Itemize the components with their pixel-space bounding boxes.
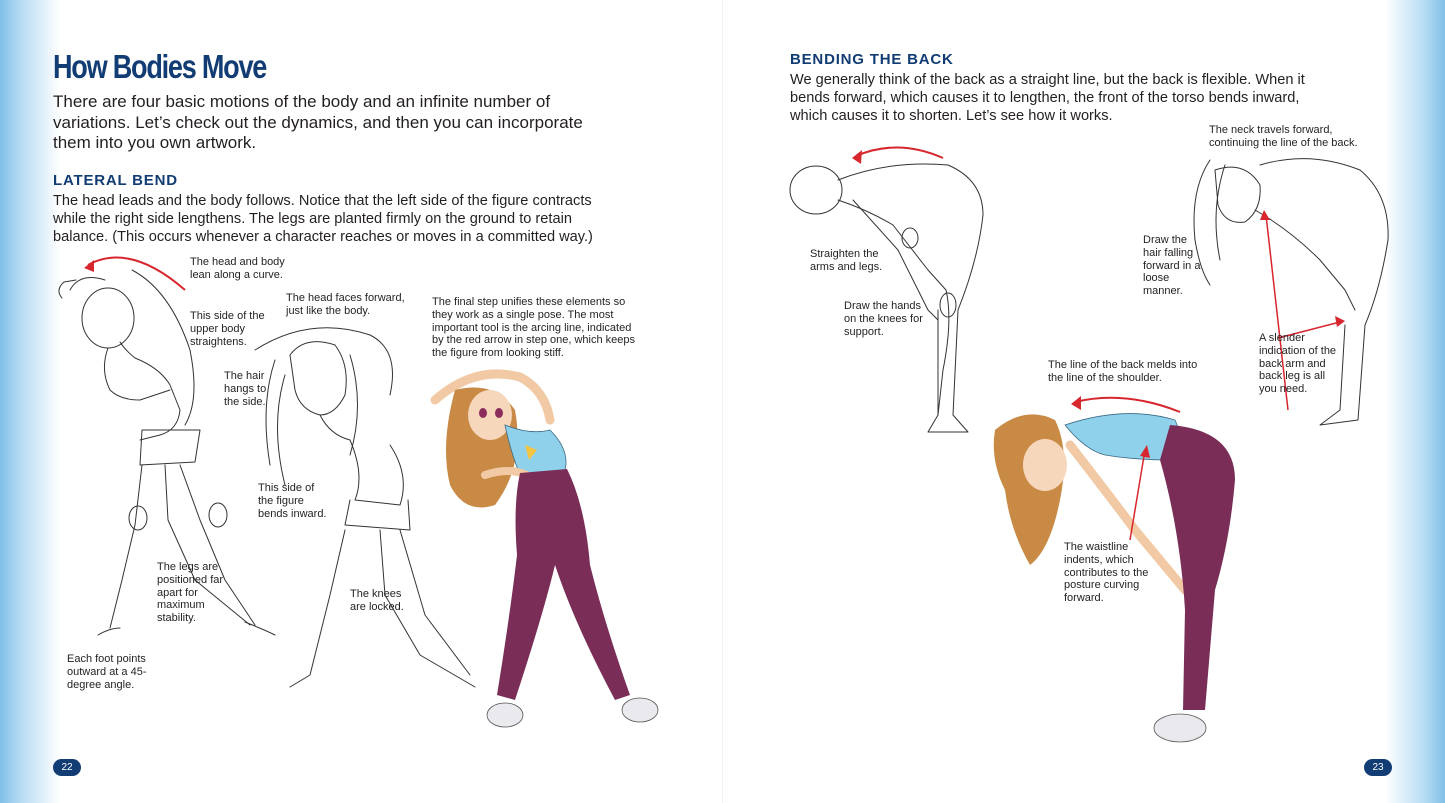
lateral-bend-anime-sketch [254, 327, 476, 688]
lateral-bend-colored-figure [430, 369, 659, 728]
bent-leggings [1160, 425, 1235, 710]
caption-foot-outward: Each foot points outward at a 45-degree … [67, 653, 147, 691]
bending-mannequin-figure [789, 146, 984, 433]
bent-hair-shape [993, 414, 1064, 565]
bent-tank-top [1064, 413, 1180, 461]
lateral-bend-heading: LATERAL BEND [53, 172, 178, 189]
caption-legs-apart: The legs are positioned far apart for ma… [157, 561, 224, 625]
page-number-left: 22 [53, 759, 81, 776]
colored-back-arc-line [1074, 396, 1181, 413]
lateral-bend-text: The head leads and the body follows. Not… [53, 193, 593, 245]
mannequin-head [789, 165, 843, 215]
page-gutter [722, 0, 723, 803]
leggings [497, 469, 630, 700]
caption-straighten-arms: Straighten the arms and legs. [810, 248, 883, 273]
bending-back-heading: BENDING THE BACK [790, 51, 954, 68]
back-leg-arrow-line [1265, 214, 1289, 411]
arc-arrow-line [87, 256, 186, 291]
bending-back-text: We generally think of the back as a stra… [790, 72, 1305, 124]
caption-head-body-lean: The head and body lean along a curve. [190, 256, 285, 281]
caption-waistline: The waistline indents, which contributes… [1064, 541, 1149, 605]
intro-paragraph: There are four basic motions of the body… [53, 92, 583, 152]
caption-head-forward: The head faces forward, just like the bo… [286, 292, 405, 317]
caption-side-bends-inward: This side of the figure bends inward. [258, 482, 327, 520]
caption-back-melds: The line of the back melds into the line… [1048, 359, 1198, 384]
left-page-edge-gradient [0, 0, 60, 803]
page-number-right: 23 [1364, 759, 1392, 776]
caption-upper-body-straightens: This side of the upper body straightens. [190, 310, 265, 348]
caption-knees-locked: The knees are locked. [350, 588, 404, 613]
caption-hair-hangs: The hair hangs to the side. [224, 370, 267, 408]
right-page-edge-gradient [1385, 0, 1445, 803]
bending-colored-figure [993, 396, 1235, 743]
caption-final-step: The final step unifies these elements so… [432, 296, 636, 360]
bending-anime-sketch [1193, 158, 1389, 426]
caption-hands-on-knees: Draw the hands on the knees for support. [844, 300, 923, 338]
back-arc-line [855, 146, 944, 159]
page-title: How Bodies Move [53, 48, 267, 85]
arc-arrowhead [84, 260, 94, 272]
caption-slender-indication: A slender indication of the back arm and… [1259, 332, 1337, 396]
caption-neck-travels: The neck travels forward, continuing the… [1209, 124, 1358, 149]
caption-hair-falling: Draw the hair falling forward in a loose… [1143, 234, 1201, 298]
lateral-bend-sketch-figure [58, 256, 276, 636]
head-outline [81, 287, 135, 349]
